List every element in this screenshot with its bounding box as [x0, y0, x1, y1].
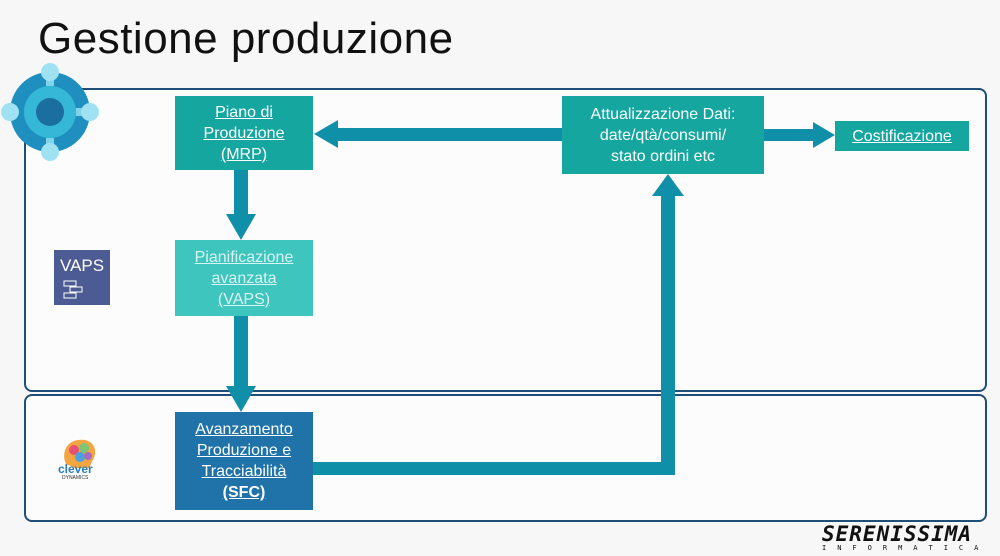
avanz-line-4: (SFC) — [222, 484, 266, 501]
arrow-attualizzazione-to-piano — [314, 120, 562, 148]
arrow-attualizzazione-to-costificazione — [764, 122, 835, 148]
clever-dynamics-logo — [64, 439, 96, 468]
clever-logo-text: clever — [58, 462, 93, 476]
vaps-logo-text: VAPS — [60, 256, 105, 275]
serenissima-logo-subtext: INFORMATICA — [822, 544, 990, 552]
vaps-logo: VAPS — [54, 250, 110, 305]
vaps-line-2: avanzata — [211, 269, 277, 287]
page-title: Gestione produzione — [38, 14, 454, 63]
att-line-3: stato ordini etc — [610, 147, 716, 165]
piano-produzione-box[interactable]: Piano di Produzione (MRP) — [175, 96, 313, 170]
business-central-logo — [1, 63, 99, 161]
costificazione-box[interactable]: Costificazione — [835, 121, 969, 151]
arrow-vaps-to-avanzamento — [226, 316, 256, 412]
piano-line-1: Piano di — [215, 103, 273, 121]
piano-line-3: (MRP) — [220, 145, 268, 163]
avanz-line-2: Produzione e — [196, 442, 292, 459]
pianificazione-avanzata-box[interactable]: Pianificazione avanzata (VAPS) — [175, 240, 313, 316]
vaps-line-1: Pianificazione — [194, 248, 294, 266]
costificazione-label: Costificazione — [852, 127, 952, 145]
att-line-1: Attualizzazione Dati: — [590, 105, 736, 123]
arrow-avanzamento-to-attualizzazione — [313, 174, 684, 475]
attualizzazione-dati-box: Attualizzazione Dati: date/qtà/consumi/ … — [562, 96, 764, 174]
avanz-line-3: Tracciabilità — [201, 463, 287, 480]
serenissima-logo: SERENISSIMA INFORMATICA — [822, 522, 989, 552]
vaps-line-3: (VAPS) — [217, 290, 271, 308]
att-line-2: date/qtà/consumi/ — [599, 126, 727, 144]
clever-logo-subtext: DYNAMICS — [62, 475, 89, 481]
piano-line-2: Produzione — [203, 124, 285, 142]
arrow-piano-to-vaps — [226, 170, 256, 240]
vaps-gantt-icon — [63, 280, 83, 299]
avanz-line-1: Avanzamento — [195, 421, 293, 438]
avanzamento-produzione-box[interactable]: Avanzamento Produzione e Tracciabilità (… — [175, 412, 313, 510]
serenissima-logo-text: SERENISSIMA — [822, 522, 973, 546]
